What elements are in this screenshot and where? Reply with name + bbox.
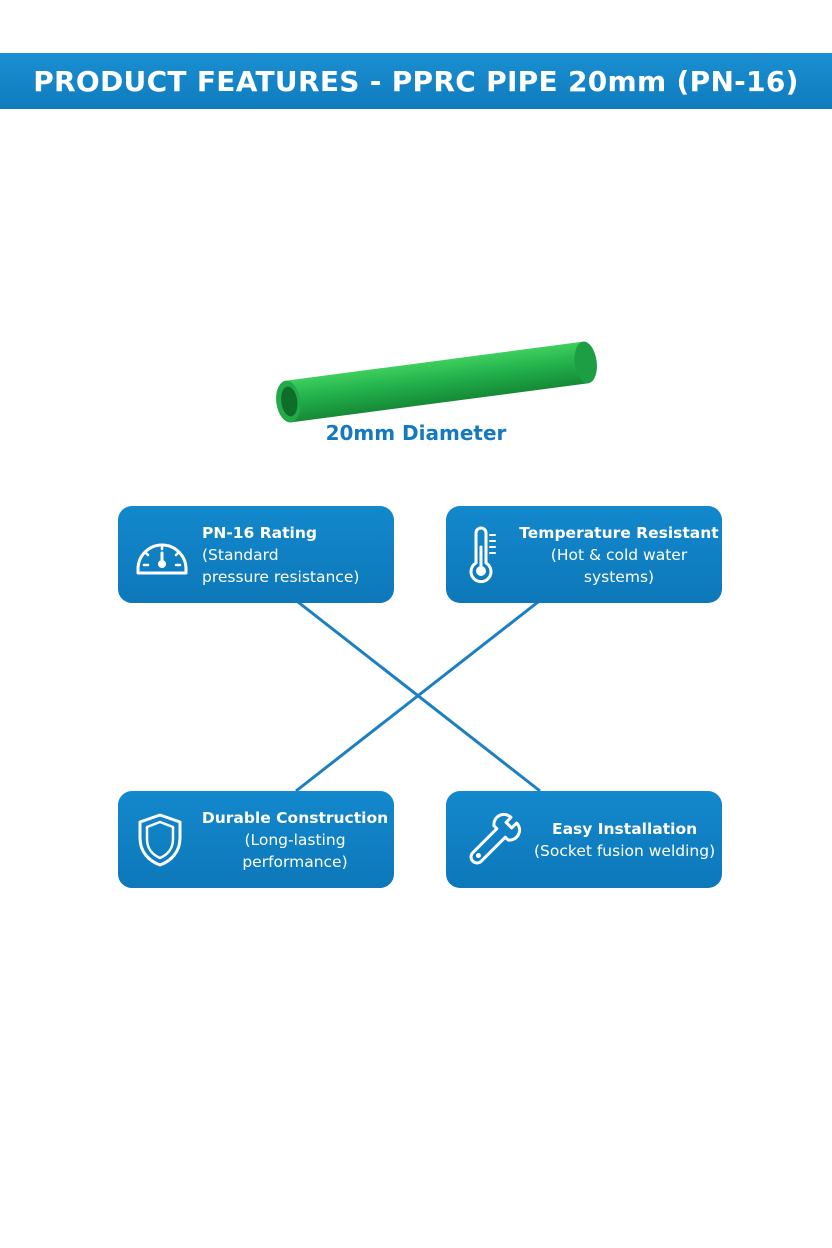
feature-desc: (Socket fusion welding) xyxy=(534,841,716,860)
feature-text-durable: Durable Construction (Long-lasting perfo… xyxy=(196,807,394,873)
feature-text-temperature: Temperature Resistant (Hot & cold water … xyxy=(516,522,722,588)
feature-card-durable: Durable Construction (Long-lasting perfo… xyxy=(118,791,394,888)
feature-title: Easy Installation xyxy=(551,819,698,838)
feature-title: PN-16 Rating xyxy=(202,523,317,542)
thermometer-icon xyxy=(466,525,498,585)
feature-desc: (Hot & cold water systems) xyxy=(550,545,688,586)
feature-title: Durable Construction xyxy=(201,808,389,827)
feature-card-pn16: PN-16 Rating (Standard pressure resistan… xyxy=(118,506,394,603)
shield-icon xyxy=(136,812,184,868)
feature-desc: pressure resistance) xyxy=(202,567,360,586)
feature-desc: (Long-lasting performance) xyxy=(242,830,348,871)
feature-text-easy-installation: Easy Installation (Socket fusion welding… xyxy=(534,818,715,862)
feature-title: Temperature Resistant xyxy=(519,523,719,542)
connector-line-right-top xyxy=(295,600,539,793)
feature-card-temperature: Temperature Resistant (Hot & cold water … xyxy=(446,506,722,603)
pipe-caption: 20mm Diameter xyxy=(325,421,507,445)
header-banner: PRODUCT FEATURES - PPRC PIPE 20mm (PN-16… xyxy=(0,53,832,109)
feature-card-easy-installation: Easy Installation (Socket fusion welding… xyxy=(446,791,722,888)
feature-desc: (Standard xyxy=(202,545,279,564)
gauge-icon xyxy=(134,535,190,575)
page-title: PRODUCT FEATURES - PPRC PIPE 20mm (PN-16… xyxy=(33,64,799,98)
feature-text-pn16: PN-16 Rating (Standard pressure resistan… xyxy=(202,522,394,588)
wrench-icon xyxy=(464,812,524,868)
